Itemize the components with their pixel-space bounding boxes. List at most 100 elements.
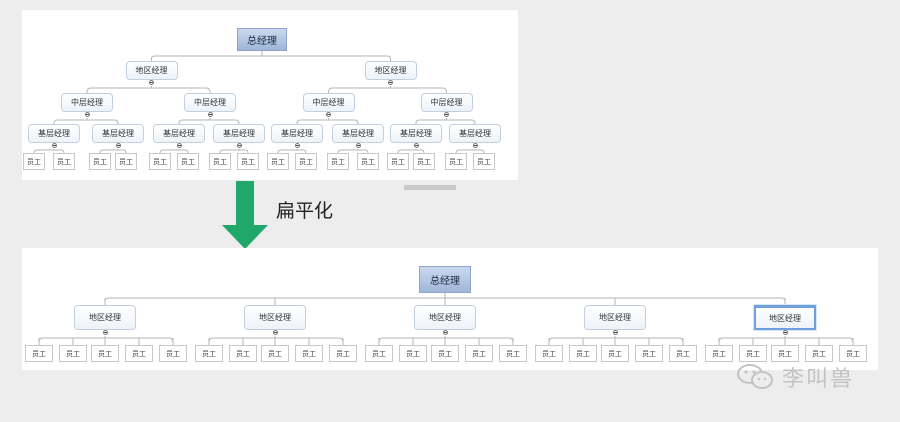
employee-node[interactable]: 员工 (387, 153, 409, 170)
collapse-toggle-icon[interactable] (413, 143, 419, 148)
employee-node[interactable]: 员工 (635, 345, 663, 362)
watermark: 李叫兽 (736, 362, 854, 392)
base-manager-node[interactable]: 基层经理 (332, 124, 384, 143)
middle-manager-node[interactable]: 中层经理 (420, 93, 473, 112)
employee-node[interactable]: 员工 (839, 345, 867, 362)
connector-line (378, 336, 514, 345)
employee-node[interactable]: 员工 (237, 153, 259, 170)
employee-node[interactable]: 员工 (115, 153, 137, 170)
middle-manager-node[interactable]: 中层经理 (184, 93, 236, 112)
connector-line (718, 336, 854, 345)
hierarchical-connectors (33, 51, 485, 154)
hierarchical-org-chart: 总经理地区经理地区经理中层经理中层经理中层经理中层经理基层经理基层经理基层经理基… (22, 10, 518, 190)
horizontal-scrollbar[interactable] (404, 185, 456, 190)
connector-line (38, 336, 174, 345)
employee-node[interactable]: 员工 (177, 153, 199, 170)
regional-manager-node[interactable]: 地区经理 (125, 61, 178, 80)
root-node[interactable]: 总经理 (237, 28, 287, 51)
connector-line (296, 118, 359, 124)
regional-manager-node[interactable]: 地区经理 (364, 61, 417, 80)
employee-node[interactable]: 员工 (89, 153, 111, 170)
employee-node[interactable]: 员工 (473, 153, 495, 170)
employee-node[interactable]: 员工 (327, 153, 349, 170)
middle-manager-node[interactable]: 中层经理 (61, 93, 113, 112)
flat-org-chart: 总经理地区经理员工员工员工员工员工地区经理员工员工员工员工员工地区经理员工员工员… (22, 248, 878, 370)
collapse-toggle-icon[interactable] (326, 112, 331, 117)
employee-node[interactable]: 员工 (295, 153, 317, 170)
employee-node[interactable]: 员工 (535, 345, 563, 362)
employee-node[interactable]: 员工 (329, 345, 357, 362)
collapse-toggle-icon[interactable] (355, 143, 361, 148)
collapse-toggle-icon[interactable] (472, 143, 478, 148)
employee-node[interactable]: 员工 (229, 345, 257, 362)
employee-node[interactable]: 员工 (499, 345, 527, 362)
flatten-label: 扁平化 (276, 200, 334, 222)
connector-line (151, 51, 391, 61)
employee-node[interactable]: 员工 (357, 153, 379, 170)
connector-line (415, 118, 476, 124)
collapse-toggle-icon[interactable] (51, 143, 57, 148)
collapse-toggle-icon[interactable] (149, 80, 154, 85)
collapse-toggle-icon[interactable] (442, 330, 448, 335)
collapse-toggle-icon[interactable] (115, 143, 121, 148)
base-manager-node[interactable]: 基层经理 (213, 124, 265, 143)
collapse-toggle-icon[interactable] (444, 112, 449, 117)
connector-line (548, 336, 684, 345)
employee-node[interactable]: 员工 (413, 153, 435, 170)
employee-node[interactable]: 员工 (91, 345, 119, 362)
employee-node[interactable]: 员工 (431, 345, 459, 362)
employee-node[interactable]: 员工 (195, 345, 223, 362)
employee-node[interactable]: 员工 (805, 345, 833, 362)
employee-node[interactable]: 员工 (365, 345, 393, 362)
employee-node[interactable]: 员工 (59, 345, 87, 362)
collapse-toggle-icon[interactable] (102, 330, 108, 335)
employee-node[interactable]: 员工 (601, 345, 629, 362)
employee-node[interactable]: 员工 (209, 153, 231, 170)
employee-node[interactable]: 员工 (705, 345, 733, 362)
employee-node[interactable]: 员工 (295, 345, 323, 362)
employee-node[interactable]: 员工 (125, 345, 153, 362)
base-manager-node[interactable]: 基层经理 (449, 124, 501, 143)
employee-node[interactable]: 员工 (399, 345, 427, 362)
base-manager-node[interactable]: 基层经理 (153, 124, 205, 143)
employee-node[interactable]: 员工 (465, 345, 493, 362)
base-manager-node[interactable]: 基层经理 (271, 124, 323, 143)
collapse-toggle-icon[interactable] (388, 80, 393, 85)
collapse-toggle-icon[interactable] (176, 143, 182, 148)
employee-node[interactable]: 员工 (669, 345, 697, 362)
employee-node[interactable]: 员工 (569, 345, 597, 362)
collapse-toggle-icon[interactable] (272, 330, 278, 335)
employee-node[interactable]: 员工 (445, 153, 467, 170)
employee-node[interactable]: 员工 (739, 345, 767, 362)
connector-line (178, 118, 240, 124)
collapse-toggle-icon[interactable] (612, 330, 618, 335)
base-manager-node[interactable]: 基层经理 (92, 124, 144, 143)
watermark-text: 李叫兽 (782, 367, 855, 392)
connector-line (208, 336, 344, 345)
collapse-toggle-icon[interactable] (236, 143, 242, 148)
regional-manager-node[interactable]: 地区经理 (74, 305, 136, 330)
base-manager-node[interactable]: 基层经理 (390, 124, 442, 143)
selected-regional-manager-node[interactable]: 地区经理 (754, 305, 816, 330)
employee-node[interactable]: 员工 (159, 345, 187, 362)
wechat-icon (737, 364, 773, 389)
collapse-toggle-icon[interactable] (294, 143, 300, 148)
flat-connectors (38, 293, 854, 345)
root-node[interactable]: 总经理 (419, 266, 471, 293)
employee-node[interactable]: 员工 (25, 345, 53, 362)
employee-node[interactable]: 员工 (771, 345, 799, 362)
employee-node[interactable]: 员工 (23, 153, 45, 170)
collapse-toggle-icon[interactable] (782, 330, 788, 335)
down-arrow-icon (222, 181, 268, 249)
employee-node[interactable]: 员工 (53, 153, 75, 170)
base-manager-node[interactable]: 基层经理 (28, 124, 80, 143)
employee-node[interactable]: 员工 (261, 345, 289, 362)
regional-manager-node[interactable]: 地区经理 (414, 305, 476, 330)
middle-manager-node[interactable]: 中层经理 (302, 93, 355, 112)
employee-node[interactable]: 员工 (267, 153, 289, 170)
regional-manager-node[interactable]: 地区经理 (584, 305, 646, 330)
collapse-toggle-icon[interactable] (207, 112, 213, 117)
regional-manager-node[interactable]: 地区经理 (244, 305, 306, 330)
collapse-toggle-icon[interactable] (84, 112, 90, 117)
employee-node[interactable]: 员工 (149, 153, 171, 170)
